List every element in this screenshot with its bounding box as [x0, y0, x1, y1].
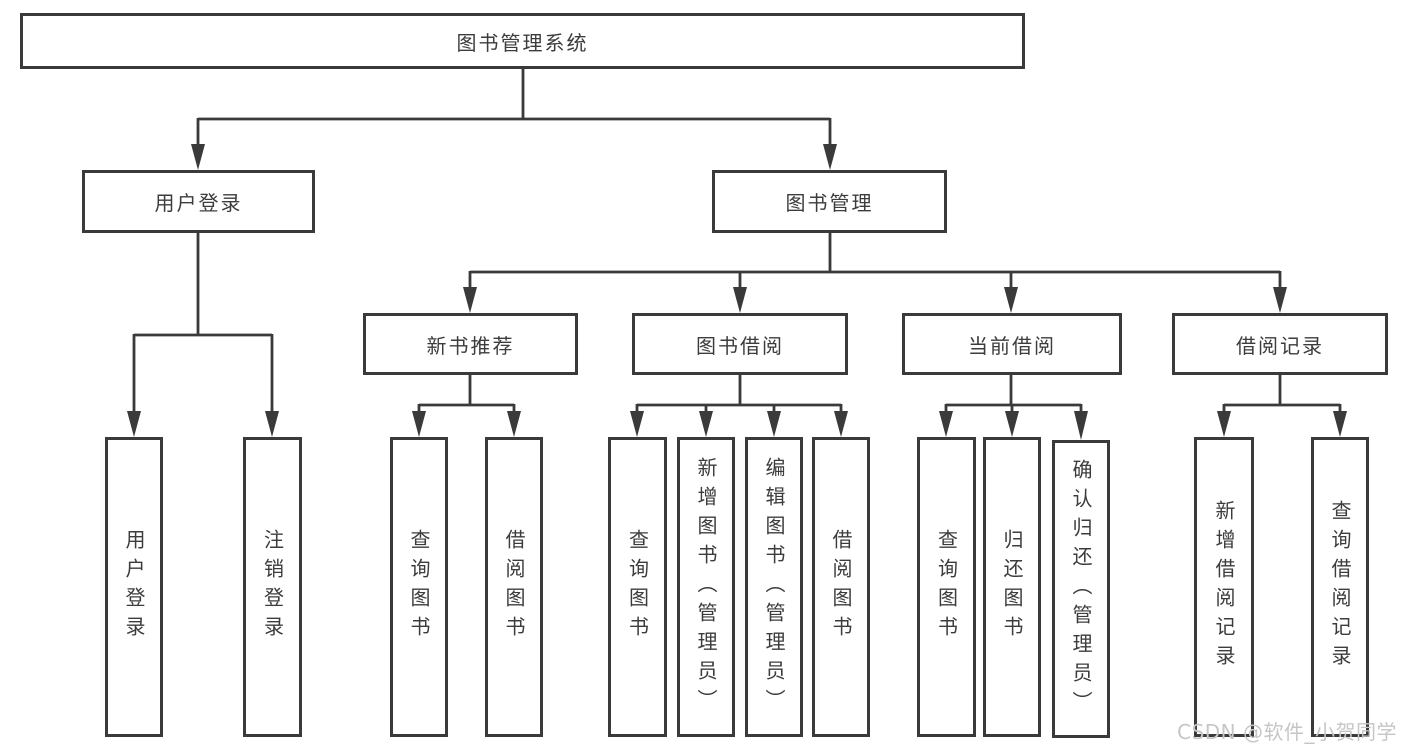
leaf-confirm-return-admin-label: 确认归还（管理员） [1069, 458, 1093, 720]
leaf-user-login-label: 用户登录 [122, 529, 146, 645]
leaf-add-borrow-record-label: 新增借阅记录 [1212, 500, 1236, 674]
node-user-login-branch: 用户登录 [82, 170, 315, 233]
leaf-add-book-admin: 新增图书（管理员） [677, 437, 735, 737]
leaf-query-books-recommend-label: 查询图书 [407, 529, 431, 645]
leaf-borrow-books-borrowing-label: 借阅图书 [829, 529, 853, 645]
node-book-management-branch: 图书管理 [712, 170, 947, 233]
leaf-borrow-books-recommend: 借阅图书 [485, 437, 543, 737]
leaf-borrow-books-borrowing: 借阅图书 [812, 437, 870, 737]
leaf-logout: 注销登录 [243, 437, 302, 737]
node-new-book-recommend: 新书推荐 [363, 313, 578, 375]
node-book-borrowing: 图书借阅 [632, 313, 848, 375]
arrowhead-icons [127, 144, 1347, 440]
leaf-return-book: 归还图书 [983, 437, 1041, 737]
leaf-user-login: 用户登录 [105, 437, 163, 737]
leaf-query-books-current-label: 查询图书 [934, 529, 959, 645]
leaf-query-borrow-record-label: 查询借阅记录 [1328, 500, 1352, 674]
leaf-query-borrow-record: 查询借阅记录 [1311, 437, 1369, 737]
leaf-borrow-books-recommend-label: 借阅图书 [502, 529, 526, 645]
node-borrow-records: 借阅记录 [1172, 313, 1388, 375]
leaf-add-book-admin-label: 新增图书（管理员） [694, 456, 718, 718]
leaf-query-books-borrowing-label: 查询图书 [625, 529, 650, 645]
leaf-query-books-borrowing: 查询图书 [608, 437, 667, 737]
leaf-query-books-current: 查询图书 [917, 437, 976, 737]
node-root-system: 图书管理系统 [20, 13, 1025, 69]
leaf-edit-book-admin-label: 编辑图书（管理员） [762, 456, 786, 718]
node-current-borrowing: 当前借阅 [902, 313, 1122, 375]
leaf-logout-label: 注销登录 [260, 529, 285, 645]
csdn-watermark: CSDN @软件_小贺同学 [1177, 720, 1397, 744]
leaf-return-book-label: 归还图书 [1000, 529, 1024, 645]
leaf-add-borrow-record: 新增借阅记录 [1194, 437, 1254, 737]
leaf-confirm-return-admin: 确认归还（管理员） [1052, 440, 1110, 738]
leaf-query-books-recommend: 查询图书 [390, 437, 448, 737]
leaf-edit-book-admin: 编辑图书（管理员） [745, 437, 803, 737]
